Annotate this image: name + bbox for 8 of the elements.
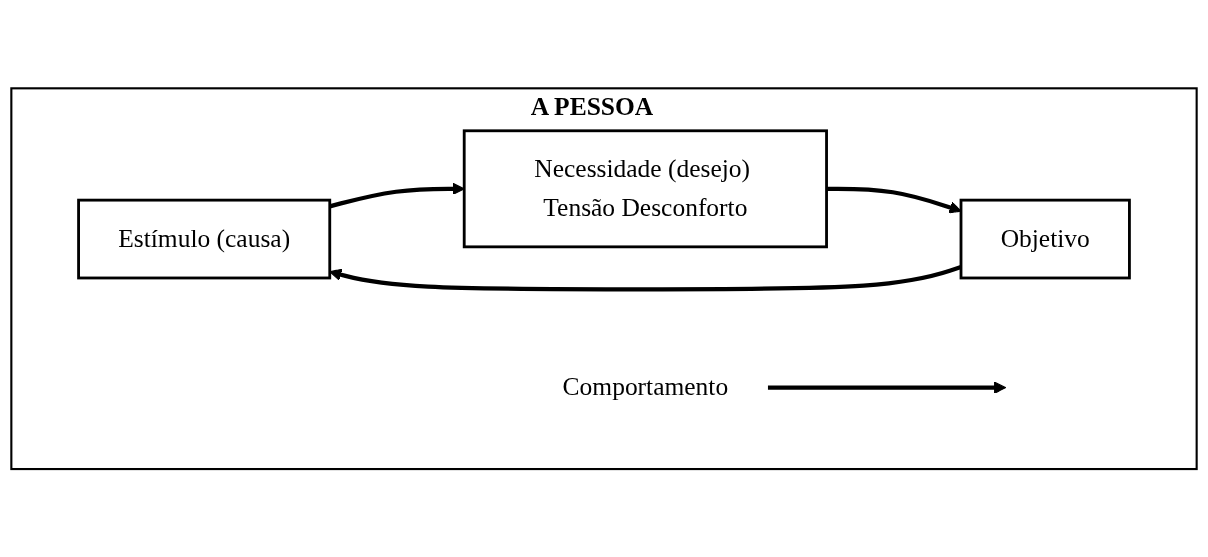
node-text: Comportamento: [562, 372, 729, 401]
arrow: [826, 186, 962, 214]
arrow: [329, 264, 962, 292]
arrow: [767, 381, 1007, 394]
arrow: [329, 182, 465, 209]
node-box: Necessidade (desejo) Tensão Desconforto: [462, 129, 828, 249]
node-box: Estímulo (causa): [77, 198, 332, 280]
node-box: Objetivo: [959, 198, 1131, 280]
